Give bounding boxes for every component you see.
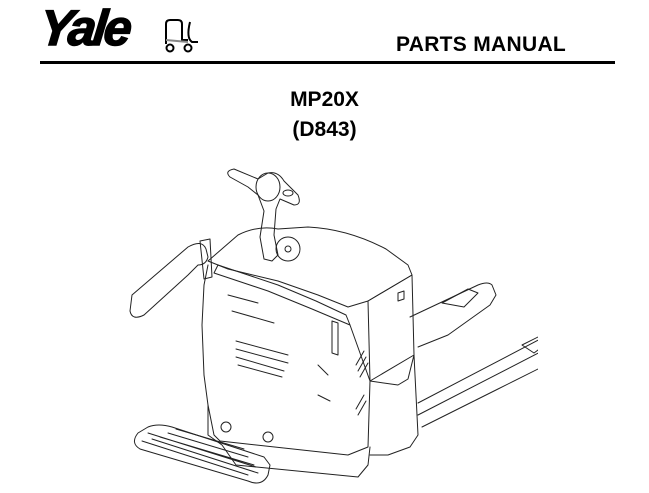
document-title: PARTS MANUAL bbox=[396, 33, 567, 56]
model-number: MP20X bbox=[290, 88, 359, 111]
pallet-truck-illustration bbox=[129, 168, 538, 484]
brand-name: Yale bbox=[36, 0, 132, 57]
forklift-icon bbox=[165, 19, 198, 53]
header-divider bbox=[40, 61, 615, 64]
model-code: (D843) bbox=[292, 118, 357, 141]
